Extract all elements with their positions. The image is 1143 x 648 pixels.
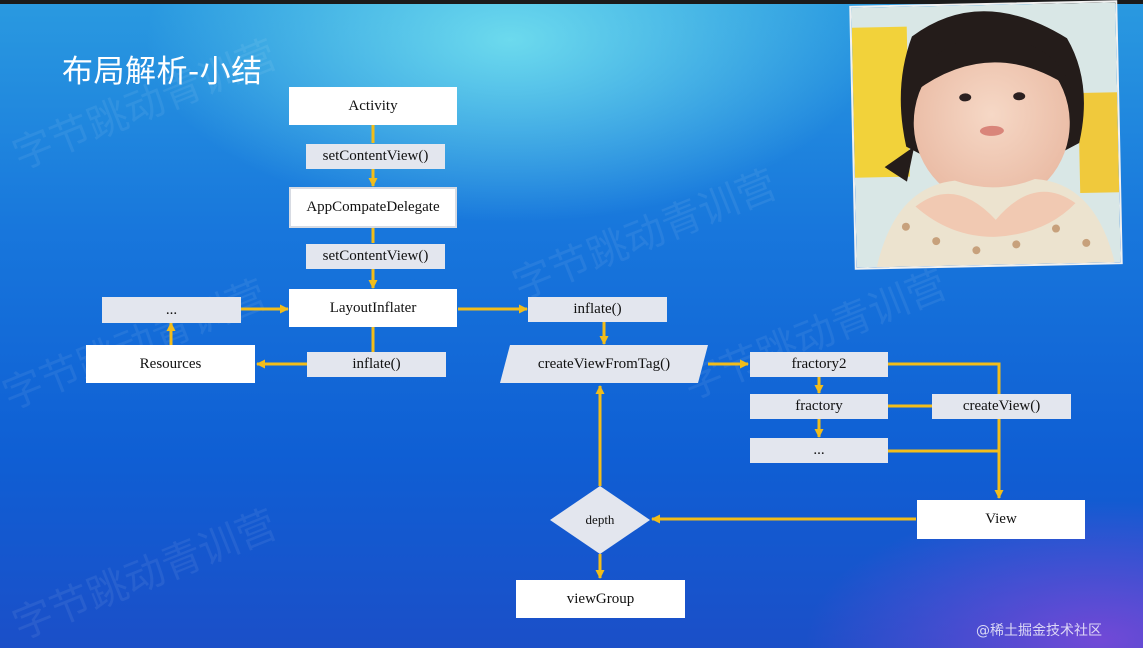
view-node: View: [917, 500, 1085, 539]
fractory2-node: fractory2: [750, 352, 888, 377]
app-compat-delegate-node: AppCompateDelegate: [289, 187, 457, 228]
fractory-node: fractory: [750, 394, 888, 419]
child-portrait-photo: [849, 0, 1123, 270]
line-fractory2-to-view: [888, 362, 1001, 394]
create-view-node: createView(): [932, 394, 1071, 419]
ellipsis-right-node: ...: [750, 438, 888, 463]
depth-diamond-shape: [550, 486, 650, 554]
create-view-from-tag-shape: [500, 345, 708, 383]
inflate-left-label: inflate(): [307, 352, 446, 377]
inflate-right-label: inflate(): [528, 297, 667, 322]
layout-inflater-node: LayoutInflater: [289, 289, 457, 327]
set-content-view-label-2: setContentView(): [306, 244, 445, 269]
portrait-image: [851, 2, 1121, 268]
ellipsis-left-node: ...: [102, 297, 241, 323]
view-group-node: viewGroup: [516, 580, 685, 618]
set-content-view-label-1: setContentView(): [306, 144, 445, 169]
depth-decision-label: depth: [585, 512, 615, 527]
top-window-bar: [0, 0, 1143, 4]
slide-title: 布局解析-小结: [62, 54, 263, 90]
create-view-from-tag-label: createViewFromTag(): [537, 355, 671, 372]
activity-node: Activity: [289, 87, 457, 125]
arrow-ellipsis-to-view: [888, 449, 1004, 499]
source-credit: @稀土掘金技术社区: [976, 623, 1102, 639]
resources-node: Resources: [86, 345, 255, 383]
